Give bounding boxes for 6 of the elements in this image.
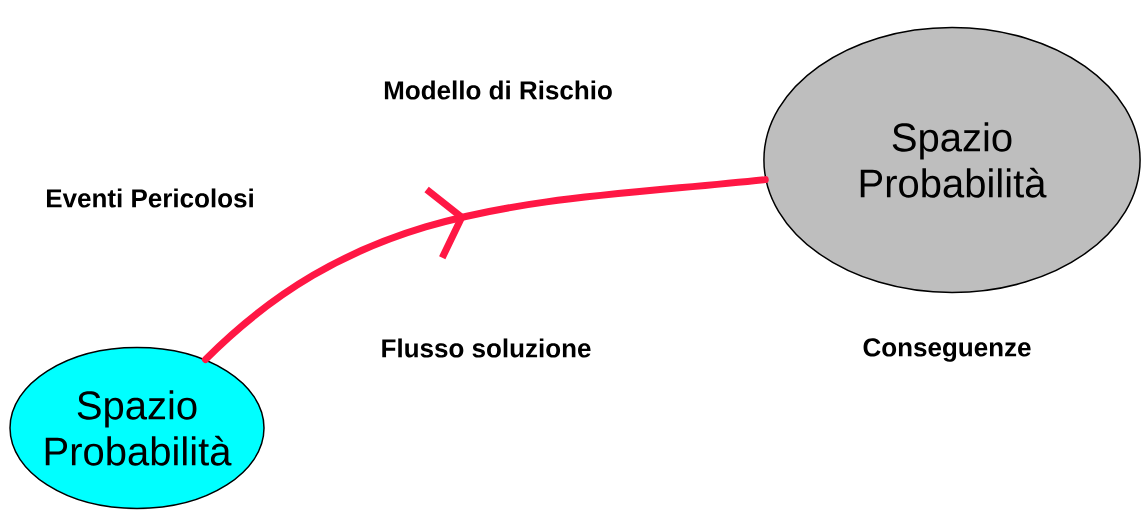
label: Eventi Pericolosi [47,188,253,208]
label: Conseguenze [863,338,1031,362]
label: Modello di Rischio [384,80,612,100]
label: Flusso soluzione [382,338,591,358]
ellipse-node: Spazio Probabilità [9,346,265,510]
ellipse-node: Spazio Probabilità [763,26,1141,294]
